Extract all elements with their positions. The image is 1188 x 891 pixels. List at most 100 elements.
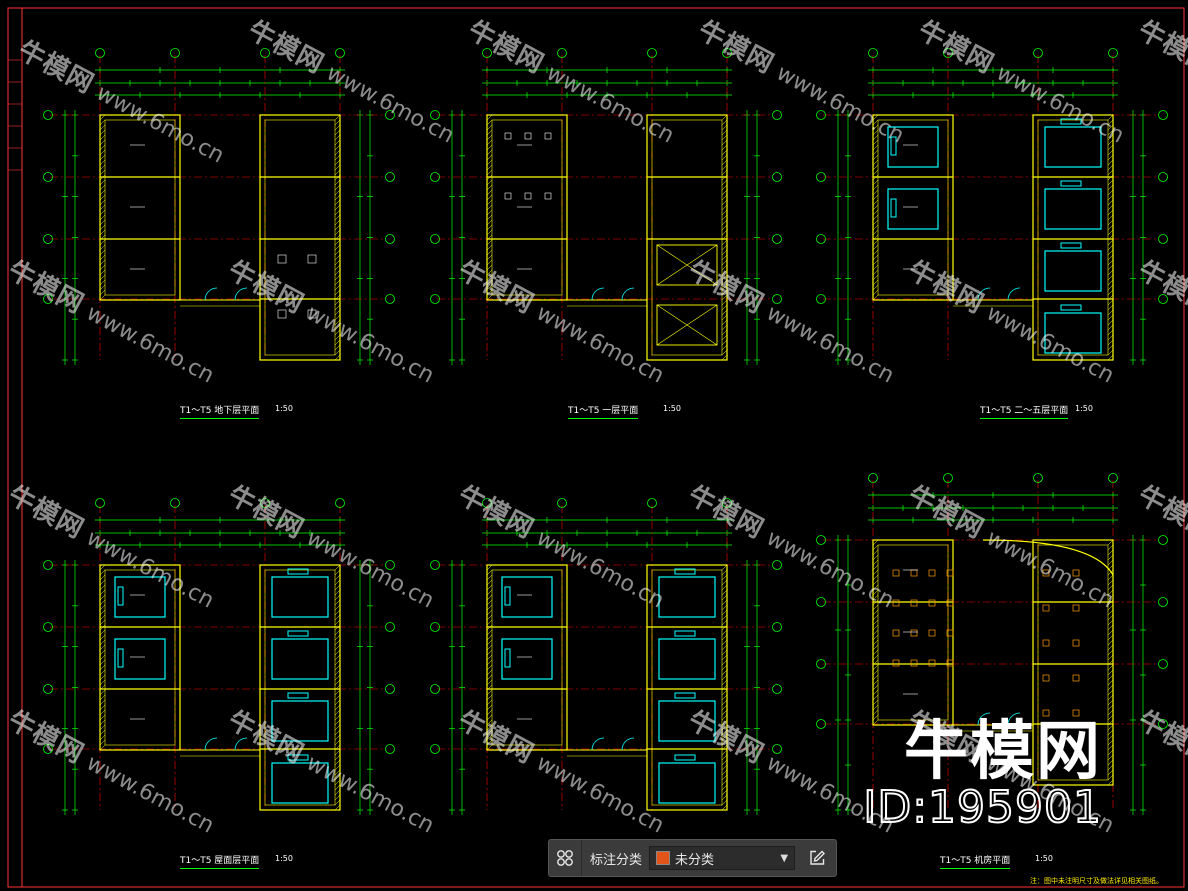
axis-bubble (385, 622, 395, 632)
equipment (887, 188, 939, 230)
equipment (271, 700, 329, 742)
axis-bubble (43, 622, 53, 632)
axis-bubble (385, 294, 395, 304)
axis-bubble (816, 234, 826, 244)
floor-plan-3 (816, 48, 1168, 365)
floor-plan-6 (816, 473, 1168, 815)
axis-bubble (430, 560, 440, 570)
axis-bubble (430, 684, 440, 694)
axis-bubble (95, 48, 105, 58)
equipment (887, 126, 939, 168)
annotation-category-label: 标注分类 (590, 852, 643, 868)
watermark-logo: 牛模网 (904, 715, 1102, 789)
axis-bubble (260, 48, 270, 58)
axis-bubble (170, 498, 180, 508)
axis-bubble (385, 234, 395, 244)
floor-plan-2 (430, 48, 782, 365)
axis-bubble (772, 172, 782, 182)
axis-bubble (1158, 659, 1168, 669)
axis-bubble (816, 597, 826, 607)
plan-scale-6: 1:50 (1035, 854, 1053, 863)
axis-bubble (772, 234, 782, 244)
axis-bubble (1158, 719, 1168, 729)
axis-bubble (335, 498, 345, 508)
axis-bubble (722, 48, 732, 58)
axis-bubble (430, 294, 440, 304)
axis-bubble (647, 498, 657, 508)
axis-bubble (430, 110, 440, 120)
axis-bubble (385, 172, 395, 182)
axis-bubble (816, 535, 826, 545)
equipment (1044, 250, 1102, 292)
equipment (271, 576, 329, 618)
plan-scale-4: 1:50 (275, 854, 293, 863)
axis-bubble (1108, 473, 1118, 483)
axis-bubble (385, 744, 395, 754)
grid-icon[interactable] (549, 840, 582, 876)
axis-bubble (385, 110, 395, 120)
equipment (658, 576, 716, 618)
axis-bubble (557, 48, 567, 58)
axis-bubble (260, 498, 270, 508)
axis-bubble (943, 48, 953, 58)
axis-bubble (1158, 110, 1168, 120)
axis-bubble (335, 48, 345, 58)
axis-bubble (868, 48, 878, 58)
axis-bubble (647, 48, 657, 58)
axis-bubble (868, 473, 878, 483)
axis-bubble (772, 294, 782, 304)
annotation-toolbar: 标注分类 未分类 ▼ (548, 839, 837, 877)
equipment (114, 576, 166, 618)
axis-bubble (816, 172, 826, 182)
axis-bubble (722, 498, 732, 508)
axis-bubble (95, 498, 105, 508)
equipment (658, 638, 716, 680)
equipment (1044, 126, 1102, 168)
axis-bubble (772, 560, 782, 570)
axis-bubble (1158, 234, 1168, 244)
equipment (1044, 312, 1102, 354)
floor-plan-1 (43, 48, 395, 365)
equipment (114, 638, 166, 680)
axis-bubble (430, 622, 440, 632)
axis-bubble (43, 172, 53, 182)
floor-plan-5 (430, 498, 782, 815)
axis-bubble (430, 744, 440, 754)
axis-bubble (43, 234, 53, 244)
axis-bubble (1158, 597, 1168, 607)
axis-bubble (943, 473, 953, 483)
axis-bubble (557, 498, 567, 508)
sheet-border (7, 7, 1185, 888)
axis-bubble (1158, 294, 1168, 304)
equipment (658, 762, 716, 804)
axis-bubble (772, 684, 782, 694)
axis-bubble (482, 48, 492, 58)
axis-bubble (43, 294, 53, 304)
axis-bubble (43, 110, 53, 120)
axis-bubble (1108, 48, 1118, 58)
axis-bubble (1033, 473, 1043, 483)
axis-bubble (772, 110, 782, 120)
axis-bubble (772, 622, 782, 632)
drawing-note: 注：图中未注明尺寸及做法详见相关图纸。 (1030, 877, 1163, 885)
category-select[interactable]: 未分类 ▼ (649, 846, 796, 870)
axis-bubble (170, 48, 180, 58)
watermark-id: ID:195901 (862, 781, 1102, 834)
plan-title-6: T1～T5 机房平面 (940, 853, 1011, 869)
equipment (501, 638, 553, 680)
axis-bubble (816, 294, 826, 304)
equipment (658, 700, 716, 742)
equipment (501, 576, 553, 618)
axis-bubble (482, 498, 492, 508)
chevron-down-icon: ▼ (780, 852, 789, 864)
equipment (1044, 188, 1102, 230)
plan-title-1: T1～T5 地下层平面 (180, 403, 260, 419)
category-value: 未分类 (675, 852, 715, 868)
axis-bubble (430, 234, 440, 244)
axis-bubble (430, 172, 440, 182)
equipment (271, 762, 329, 804)
plan-scale-3: 1:50 (1075, 404, 1093, 413)
axis-bubble (43, 560, 53, 570)
edit-icon[interactable] (801, 840, 833, 876)
